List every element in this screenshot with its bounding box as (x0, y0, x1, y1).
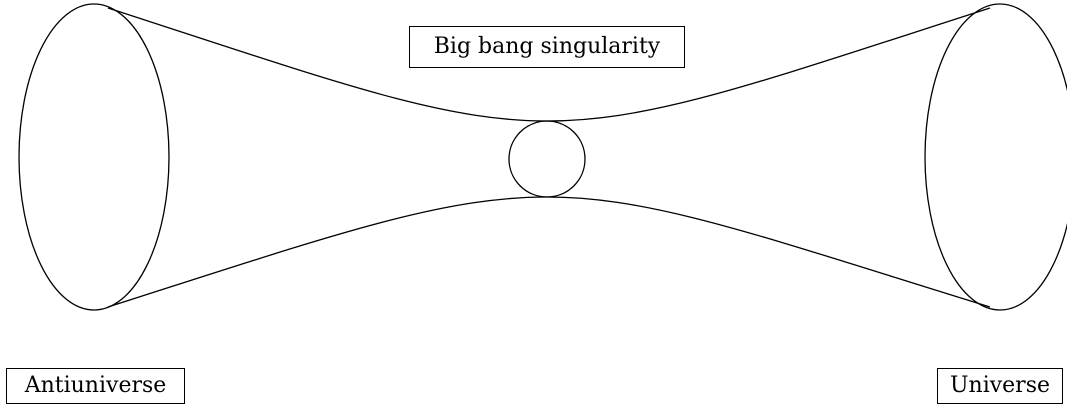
universe-ellipse (924, 3, 1067, 311)
universe-label: Universe (937, 368, 1063, 404)
upper-boundary-curve (107, 7, 991, 122)
singularity-circle (508, 120, 586, 198)
singularity-label: Big bang singularity (409, 26, 685, 68)
antiuniverse-label: Antiuniverse (6, 368, 185, 404)
antiuniverse-ellipse (18, 3, 170, 311)
lower-boundary-curve (107, 196, 991, 308)
